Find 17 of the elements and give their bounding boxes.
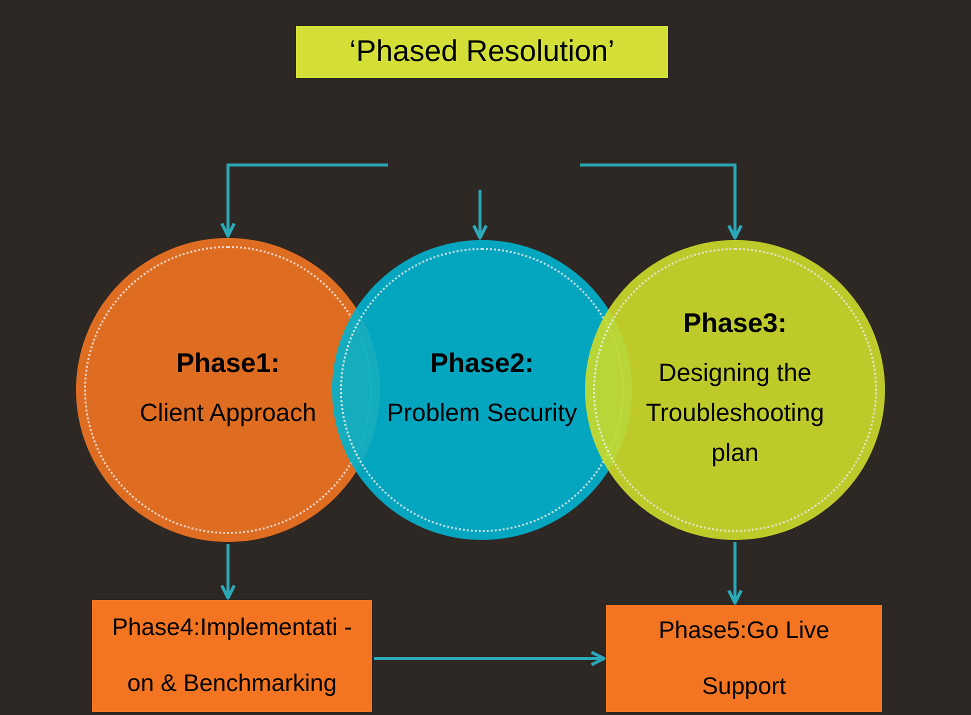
phase-label: Phase4:Implementati -on & Benchmarking — [110, 613, 354, 699]
phase-box — [606, 605, 882, 712]
phase-label: Designing the Troubleshooting plan — [644, 358, 826, 468]
arrow — [374, 650, 606, 666]
phase-label: Client Approach — [140, 398, 316, 428]
arrow — [472, 190, 488, 240]
arrow — [220, 164, 388, 238]
phase-heading: Phase2: — [430, 348, 534, 378]
arrow — [580, 164, 743, 240]
arrow — [220, 544, 236, 600]
phase-box — [92, 600, 372, 712]
arrow — [727, 542, 743, 605]
title: ‘Phased Resolution’ — [296, 26, 668, 78]
phase-heading: Phase1: — [176, 348, 280, 378]
phase-heading: Phase3: — [683, 308, 787, 338]
phase-label: Phase5:Go Live Support — [658, 616, 830, 702]
phase-label: Problem Security — [386, 398, 578, 428]
